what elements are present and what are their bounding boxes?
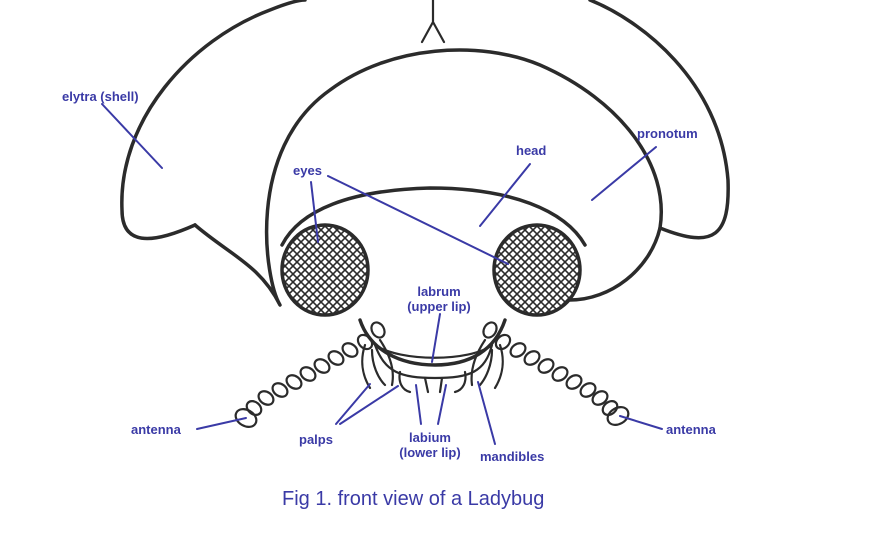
eye-hatch-line bbox=[496, 225, 580, 315]
eye-hatch-line bbox=[284, 225, 368, 315]
leader-head bbox=[479, 163, 531, 227]
mouthparts bbox=[398, 370, 467, 394]
pronotum-outline bbox=[193, 48, 663, 307]
label-labium-line2: (lower lip) bbox=[399, 445, 461, 460]
eye-hatch-line bbox=[300, 225, 368, 315]
eye-hatch-line bbox=[308, 225, 368, 315]
eye-hatch-line bbox=[494, 225, 580, 315]
antenna-segment bbox=[523, 350, 541, 366]
label-labrum: labrum (upper lip) bbox=[402, 284, 476, 314]
label-elytra: elytra (shell) bbox=[62, 89, 139, 104]
head-outline bbox=[280, 186, 587, 247]
antenna-segment bbox=[341, 342, 359, 358]
eye-hatch-line bbox=[520, 225, 580, 315]
antenna-segment bbox=[313, 358, 331, 374]
eye-hatch-line bbox=[528, 225, 580, 315]
antenna-segment bbox=[257, 390, 275, 406]
label-labium: labium (lower lip) bbox=[392, 430, 468, 460]
leader-pronotum bbox=[591, 146, 657, 201]
label-palps: palps bbox=[299, 432, 333, 447]
label-antenna-left: antenna bbox=[131, 422, 181, 437]
eye-hatch-line bbox=[528, 225, 580, 315]
eye-hatch-line bbox=[520, 225, 580, 315]
antenna-segment bbox=[537, 358, 555, 374]
antenna-segment bbox=[234, 408, 258, 428]
label-pronotum: pronotum bbox=[637, 126, 698, 141]
antenna-segment bbox=[601, 400, 619, 416]
leader-mandibles bbox=[477, 381, 496, 445]
antenna-segment bbox=[285, 374, 303, 390]
antenna-segment bbox=[509, 342, 527, 358]
antenna-segment bbox=[494, 333, 512, 351]
leader-palps-1 bbox=[335, 383, 371, 425]
label-labium-line1: labium bbox=[409, 430, 451, 445]
antenna-segment bbox=[271, 382, 289, 398]
antenna-segment bbox=[299, 366, 317, 382]
antenna-segment bbox=[565, 374, 583, 390]
eye-hatch-line bbox=[292, 225, 368, 315]
antenna-segment bbox=[482, 321, 498, 339]
label-eyes: eyes bbox=[293, 163, 322, 178]
elytra-outline bbox=[120, 0, 730, 241]
leader-eyes-left bbox=[310, 181, 319, 243]
face-outline bbox=[358, 318, 507, 367]
leader-eyes-right bbox=[327, 175, 509, 265]
leader-antenna-left bbox=[196, 417, 247, 430]
antenna-segment bbox=[591, 390, 609, 406]
eye-hatch-line bbox=[308, 225, 368, 315]
label-mandibles: mandibles bbox=[480, 449, 545, 464]
leader-labium-2 bbox=[437, 384, 447, 425]
right-antenna bbox=[482, 321, 630, 426]
leader-labrum bbox=[431, 313, 441, 363]
label-labrum-line2: (upper lip) bbox=[407, 299, 471, 314]
eye-hatch-line bbox=[512, 225, 580, 315]
eye-hatch-line bbox=[494, 225, 580, 315]
eye-hatch-line bbox=[282, 225, 366, 315]
antenna-segment bbox=[606, 406, 630, 426]
leader-palps-2 bbox=[339, 385, 399, 425]
antenna-segment bbox=[579, 382, 597, 398]
antenna-segment bbox=[327, 350, 345, 366]
eye-hatch-line bbox=[316, 225, 368, 315]
elytra-seam bbox=[420, 0, 446, 44]
left-antenna bbox=[234, 321, 386, 428]
eye-hatch-line bbox=[282, 225, 368, 315]
label-labrum-line1: labrum bbox=[417, 284, 461, 299]
leader-antenna-right bbox=[619, 415, 663, 430]
antenna-segment bbox=[245, 400, 263, 416]
leader-elytra bbox=[101, 103, 163, 169]
antenna-segment bbox=[370, 321, 386, 339]
antenna-segment bbox=[551, 366, 569, 382]
figure-caption: Fig 1. front view of a Ladybug bbox=[282, 488, 545, 510]
eye-hatch-line bbox=[282, 225, 368, 315]
antenna-segment bbox=[356, 333, 374, 351]
label-antenna-right: antenna bbox=[666, 422, 716, 437]
leader-labium-1 bbox=[415, 384, 422, 425]
eye-hatch-line bbox=[504, 225, 580, 315]
label-head: head bbox=[516, 143, 547, 158]
eye-hatch-line bbox=[316, 225, 368, 315]
